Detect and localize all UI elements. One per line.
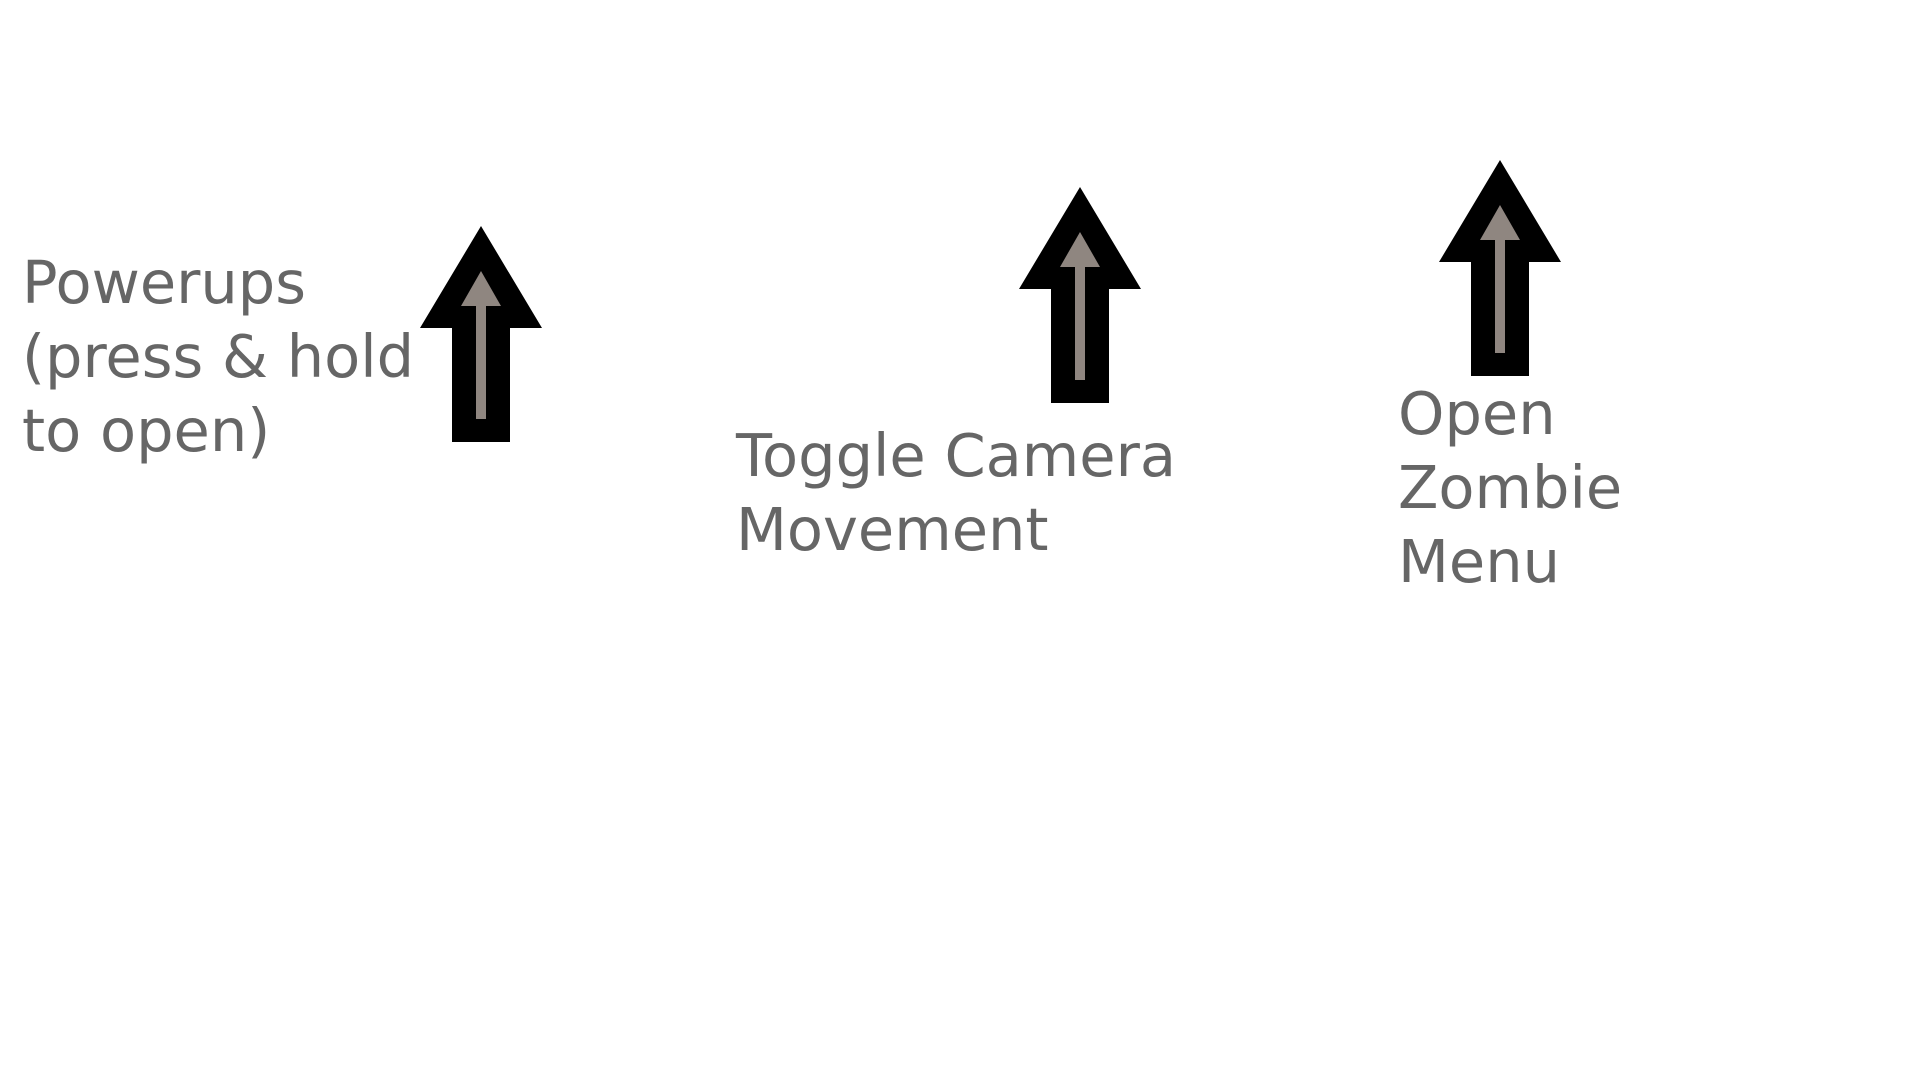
zombie-menu-hint-label: Open Zombie Menu (1398, 379, 1623, 596)
powerups-hint-label: Powerups (press & hold to open) (22, 248, 415, 465)
up-arrow-icon (1439, 160, 1561, 376)
up-arrow-icon (420, 226, 542, 442)
up-arrow-icon (1019, 187, 1141, 403)
toggle-camera-hint-label: Toggle Camera Movement (736, 421, 1176, 564)
